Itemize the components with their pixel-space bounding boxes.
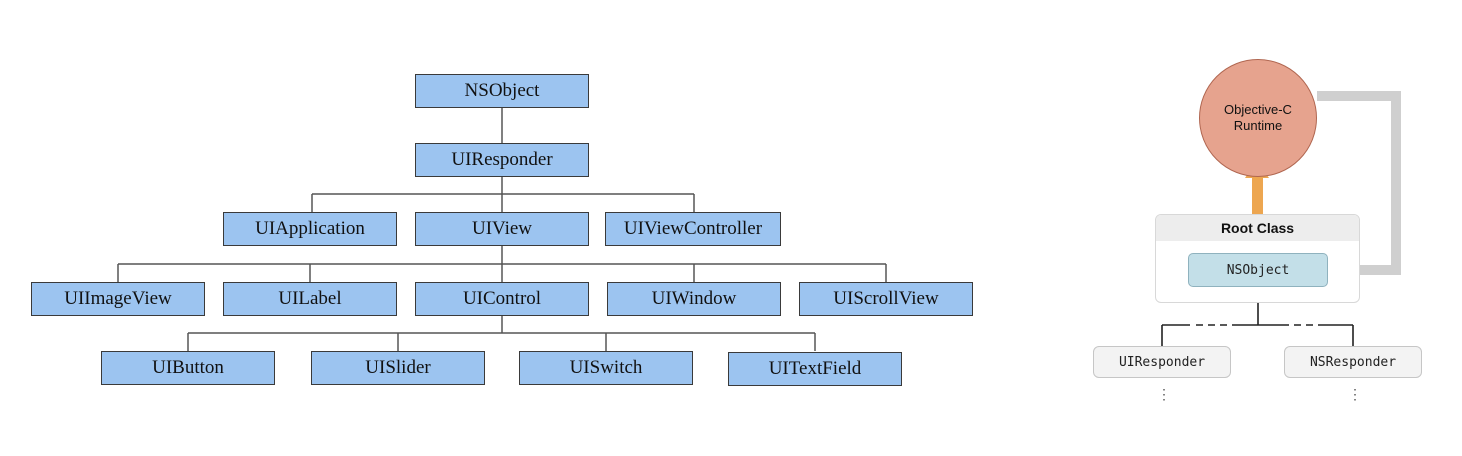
class-box-uiresponder: UIResponder — [415, 143, 589, 177]
class-box-uiwindow: UIWindow — [607, 282, 781, 316]
class-box-uiscrollview: UIScrollView — [799, 282, 973, 316]
runtime-label-line2: Runtime — [1233, 118, 1283, 133]
ellipsis-right: ⋮ — [1348, 386, 1362, 402]
class-box-uilabel: UILabel — [223, 282, 397, 316]
class-box-uislider: UISlider — [311, 351, 485, 385]
class-box-uiviewcontroller: UIViewController — [605, 212, 781, 246]
runtime-label-line1: Objective-C — [1224, 102, 1292, 117]
class-box-nsobject: NSObject — [415, 74, 589, 108]
class-box-uitextfield: UITextField — [728, 352, 902, 386]
root-class-title: Root Class — [1156, 215, 1359, 241]
class-box-uicontrol: UIControl — [415, 282, 589, 316]
objc-runtime-circle: Objective-C Runtime — [1199, 59, 1317, 177]
ellipsis-left: ⋮ — [1157, 386, 1171, 402]
class-box-uibutton: UIButton — [101, 351, 275, 385]
nsobject-pill: NSObject — [1188, 253, 1328, 287]
class-box-uiapplication: UIApplication — [223, 212, 397, 246]
class-box-uiview: UIView — [415, 212, 589, 246]
class-box-uiimageview: UIImageView — [31, 282, 205, 316]
uiresponder-pill: UIResponder — [1093, 346, 1231, 378]
class-box-uiswitch: UISwitch — [519, 351, 693, 385]
nsresponder-pill: NSResponder — [1284, 346, 1422, 378]
